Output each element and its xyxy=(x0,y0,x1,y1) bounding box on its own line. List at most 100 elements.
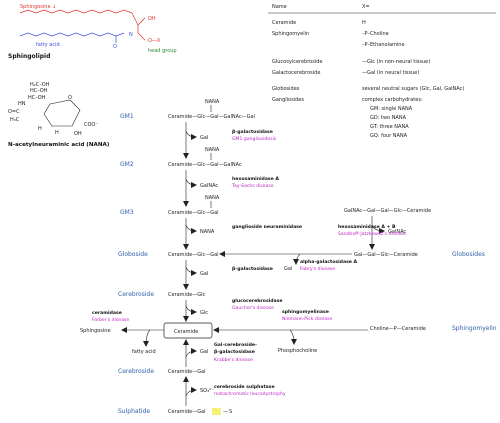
svg-text:Gal: Gal xyxy=(284,266,292,272)
disease-farber: Farber's disease xyxy=(92,317,129,323)
svg-text:OH: OH xyxy=(74,131,82,137)
svg-text:complex carbohydrates:: complex carbohydrates: xyxy=(362,97,423,103)
svg-text:H: H xyxy=(55,130,59,136)
enzyme-glucocerebrosidase: glucocerebrosidase xyxy=(232,298,283,304)
chain-globo-top: GalNAc—Gal—Gal—Glc—Ceramide xyxy=(344,208,431,214)
svg-text:NANA: NANA xyxy=(205,99,220,105)
svg-text:Gal: Gal xyxy=(200,349,208,355)
enzyme-gal-cerebroside-beta-galactosidase: Gal-cerebroside- xyxy=(214,342,257,348)
svg-text:several neutral sugars (Glc, G: several neutral sugars (Glc, Gal, GalNAc… xyxy=(362,86,464,92)
name-globosides: Globosides xyxy=(452,251,485,258)
svg-text:—Gal (in neural tissue): —Gal (in neural tissue) xyxy=(362,70,419,76)
svg-text:Gangliosides: Gangliosides xyxy=(272,97,304,103)
fatty-acid-chain xyxy=(19,32,125,37)
sphingolipid-structure: Sphingosine ↓ OH O—X N O fatty acid head… xyxy=(8,4,177,60)
table-header-x: X= xyxy=(362,4,370,10)
svg-text:Sphingomyelin: Sphingomyelin xyxy=(272,31,309,37)
chain-cerebroside: Ceramide—Glc xyxy=(168,292,205,298)
chain-sphingomyelin: Choline—P—Ceramide xyxy=(370,326,426,332)
svg-text:COO⁻: COO⁻ xyxy=(84,122,98,128)
sphingosine-chain xyxy=(19,9,133,14)
disease-krabbe: Krabbe's disease xyxy=(214,357,253,363)
svg-text:GalNAc: GalNAc xyxy=(388,229,406,235)
svg-text:SO₄²⁻: SO₄²⁻ xyxy=(200,388,214,394)
svg-text:H: H xyxy=(38,126,42,132)
nh-label: N xyxy=(129,32,133,38)
ceramide-box xyxy=(163,322,213,339)
svg-text:GD: two NANA: GD: two NANA xyxy=(370,115,407,121)
chain-globo-mid: Gal—Gal—Glc—Ceramide xyxy=(354,252,418,258)
nana-title: N-acetylneuraminic acid (NANA) xyxy=(8,142,110,148)
svg-text:Globosides: Globosides xyxy=(272,86,300,92)
name-gm2: GM2 xyxy=(120,161,134,168)
svg-text:Glc: Glc xyxy=(200,310,208,316)
name-sulphatide: Sulphatide xyxy=(118,408,150,415)
svg-text:↓: ↓ xyxy=(52,4,56,10)
svg-text:NANA: NANA xyxy=(205,147,220,153)
svg-text:Glucosylcerebroside: Glucosylcerebroside xyxy=(272,59,322,65)
disease-fabry: Fabry's disease xyxy=(300,266,335,272)
svg-text:–P–Choline: –P–Choline xyxy=(362,31,389,37)
svg-text:Gal: Gal xyxy=(200,271,208,277)
svg-text:—: — xyxy=(223,409,228,415)
svg-text:Gal: Gal xyxy=(200,135,208,141)
disease-sandhoff: Sandhoff-Jatzkewitz's disease xyxy=(338,231,406,237)
svg-text:H₂C–OH: H₂C–OH xyxy=(30,82,50,88)
oh-label: OH xyxy=(148,16,156,22)
chain-galactocerebroside: Ceramide—Gal xyxy=(168,369,206,375)
svg-text:NANA: NANA xyxy=(200,229,215,235)
nana-structure: HC–OH HC–OH H₂C–OH HN O=C H₃C O COO⁻ OH … xyxy=(8,82,110,148)
enzyme-cerebroside-sulphatase: cerebroside sulphatase xyxy=(214,384,275,390)
name-gm1: GM1 xyxy=(120,113,134,120)
sulphate-s: S xyxy=(229,409,232,415)
svg-text:Ceramide: Ceramide xyxy=(272,20,296,26)
disease-gm1-gangliosidosis: GM1 gangliosidosis xyxy=(232,136,277,142)
chain-globoside: Ceramide—Glc—Gal xyxy=(168,252,219,258)
name-cerebroside-2: Cerebroside xyxy=(118,368,154,375)
name-cerebroside: Cerebroside xyxy=(118,291,154,298)
svg-text:H₃C: H₃C xyxy=(10,117,20,123)
name-sphingomyelin: Sphingomyelin xyxy=(452,325,497,332)
name-gm3: GM3 xyxy=(120,209,134,216)
enzyme-ceramidase: ceramidase xyxy=(92,310,122,316)
svg-text:GT: three NANA: GT: three NANA xyxy=(370,124,409,130)
svg-text:H: H xyxy=(362,20,366,26)
svg-text:GQ: four NANA: GQ: four NANA xyxy=(370,133,408,139)
ceramide-box-label: Ceramide xyxy=(174,329,198,335)
chain-gm2: Ceramide—Glc—Gal—GalNAc xyxy=(168,162,242,168)
svg-text:O=C: O=C xyxy=(8,109,20,115)
enzyme-hexosaminidase-a: hexosaminidase A xyxy=(232,176,279,182)
svg-text:β-galactosidase: β-galactosidase xyxy=(214,349,255,355)
sphingolipid-title: Sphingolipid xyxy=(8,53,50,60)
svg-text:GM: single NANA: GM: single NANA xyxy=(370,106,413,112)
o-x-label: O—X xyxy=(148,38,161,44)
table-header-name: Name xyxy=(272,4,287,10)
sphingosine-label: Sphingosine xyxy=(20,4,51,10)
enzyme-beta-galactosidase-1: β-galactosidase xyxy=(232,129,273,135)
head-group-label: head group xyxy=(148,48,177,54)
svg-text:O: O xyxy=(113,44,117,50)
sphingolipid-table: Name X= Ceramide H Sphingomyelin –P–Chol… xyxy=(268,4,496,139)
svg-text:HC–OH: HC–OH xyxy=(30,88,48,94)
chain-sulphatide: Ceramide—Gal xyxy=(168,409,206,415)
disease-niemann-pick: Niemann-Pick disease xyxy=(282,316,333,322)
product-sphingosine: Sphingosine xyxy=(80,328,111,334)
svg-text:—Glc (in non-neural tissue): —Glc (in non-neural tissue) xyxy=(362,59,430,65)
fatty-acid-label: fatty acid xyxy=(36,42,60,48)
enzyme-sphingomyelinase: sphingomyelinase xyxy=(282,309,329,315)
svg-text:Galactocerebroside: Galactocerebroside xyxy=(272,70,320,76)
svg-text:GalNAc: GalNAc xyxy=(200,183,218,189)
disease-metachromatic-leucodystrophy: metachromatic leucodystrophy xyxy=(214,391,286,397)
svg-text:HC–OH: HC–OH xyxy=(28,95,46,101)
disease-tay-sachs: Tay-Sachs disease xyxy=(231,183,274,189)
disease-gaucher: Gaucher's disease xyxy=(232,305,274,311)
name-globoside: Globoside xyxy=(118,251,148,258)
chain-gm1: Ceramide—Glc—Gal—GalNAc—Gal xyxy=(168,114,255,120)
chain-gm3: Ceramide—Glc—Gal xyxy=(168,210,219,216)
enzyme-alpha-galactosidase-a: alpha-galactosidase A xyxy=(300,259,358,265)
enzymes: β-galactosidase GM1 gangliosidosis hexos… xyxy=(92,129,406,397)
pathway-names: GM1 GM2 GM3 Globoside Cerebroside Cerebr… xyxy=(118,113,497,415)
svg-text:HN: HN xyxy=(18,101,26,107)
enzyme-hexosaminidase-ab: hexosaminidase A + B xyxy=(338,224,396,230)
